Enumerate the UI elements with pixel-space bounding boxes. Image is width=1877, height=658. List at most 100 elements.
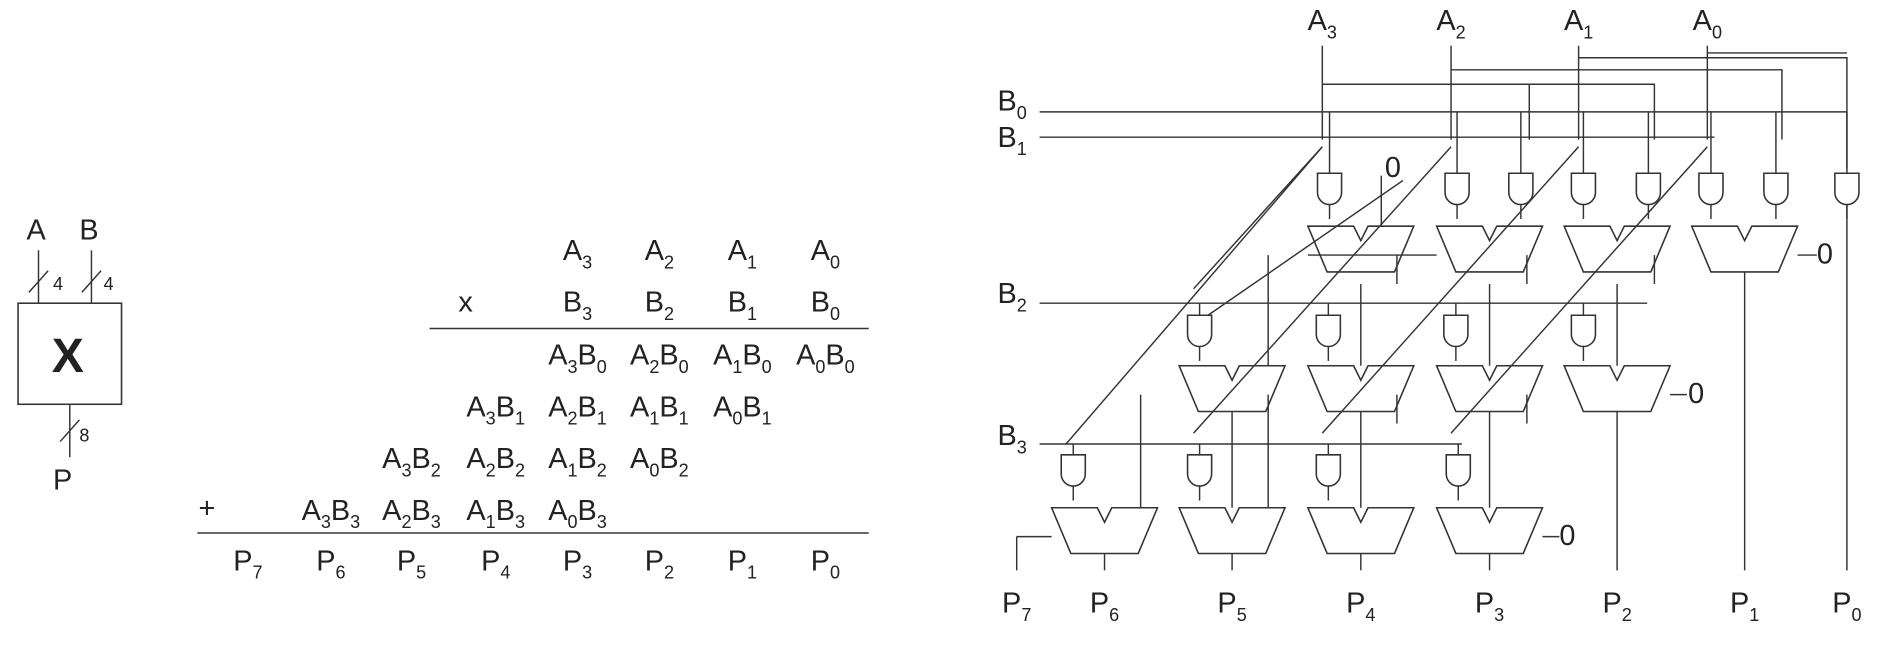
partial-product-term: A2B1	[548, 391, 607, 430]
carry-wires	[1267, 255, 1656, 366]
and-gate	[1315, 314, 1342, 348]
product-term: P5	[396, 545, 427, 584]
a1-bus	[1578, 57, 1848, 169]
product-term: P0	[810, 545, 841, 584]
circuit-output-label: P4	[1346, 587, 1376, 626]
carry-wires	[1139, 394, 1528, 508]
multiplier-term: B0	[810, 286, 841, 325]
product-term: P1	[727, 545, 758, 584]
circuit-b-input-label: B2	[997, 277, 1027, 317]
circuit-output-label: P2	[1602, 587, 1632, 626]
adder-block	[1562, 364, 1672, 413]
adder-block	[1050, 506, 1159, 555]
multiplicand-term: A3	[562, 234, 593, 274]
adder-block	[1306, 225, 1415, 273]
and-gate	[1186, 314, 1213, 348]
zero-input-label: 0	[1559, 519, 1576, 553]
zero-input-label: 0	[1816, 238, 1833, 271]
partial-product-term: A2B0	[630, 339, 689, 378]
and-gate	[1698, 172, 1724, 206]
circuit-output-label: P6	[1089, 587, 1120, 626]
adder-block	[1177, 506, 1287, 555]
bus-slash-a	[28, 270, 49, 293]
circuit-a-input-label: A2	[1436, 4, 1466, 44]
sum-wires	[1360, 283, 1618, 366]
adder-block	[1435, 506, 1544, 555]
product-term: P6	[316, 545, 346, 584]
partial-product-term: A3B2	[382, 442, 441, 482]
circuit-a-input-label: A0	[1692, 4, 1722, 44]
bus-slash-b	[81, 270, 102, 293]
circuit-output-label: P3	[1474, 587, 1505, 626]
partial-product-term: A3B0	[548, 339, 607, 378]
adder-block	[1690, 225, 1799, 273]
product-term: P7	[233, 545, 263, 584]
circuit-b-input-label: B3	[997, 419, 1027, 459]
adder-block	[1306, 364, 1415, 413]
block-output-p-label: P	[52, 464, 73, 497]
zero-input-label: 0	[1384, 151, 1401, 185]
circuit-output-label: P0	[1832, 587, 1862, 626]
block-multiply-symbol: X	[51, 329, 84, 383]
and-gate	[1060, 454, 1087, 487]
adder-block	[1306, 506, 1415, 555]
block-width-a: 4	[52, 274, 63, 295]
and-gate	[1570, 172, 1597, 206]
carry-diagonal	[1207, 179, 1404, 316]
and-gate	[1445, 454, 1472, 487]
circuit-b-input-label: B0	[997, 85, 1027, 124]
b1-diagonal	[1321, 146, 1580, 434]
partial-product-term: A0B1	[713, 391, 772, 430]
partial-product-term: A0B2	[630, 442, 689, 482]
b0-diagonal	[1450, 146, 1708, 434]
product-term: P3	[562, 545, 593, 584]
partial-product-term: A2B2	[466, 442, 526, 482]
partial-product-term: A1B3	[466, 494, 526, 534]
a2-bus	[1451, 69, 1783, 140]
and-gate	[1834, 172, 1860, 206]
partial-product-term: A1B1	[630, 391, 689, 430]
product-term: P4	[481, 545, 511, 584]
multiplier-term: B3	[562, 286, 593, 325]
partial-product-term: A0B3	[548, 494, 607, 534]
adder-block	[1177, 364, 1287, 413]
plus-sign: +	[198, 492, 216, 525]
multiplier-term: B2	[644, 286, 675, 325]
bus-slash-p	[59, 419, 80, 443]
block-input-a-label: A	[26, 214, 46, 247]
times-sign: x	[458, 286, 473, 319]
b3-diagonal	[1065, 146, 1323, 445]
and-gate	[1635, 172, 1662, 206]
circuit-b-input-label: B1	[997, 121, 1027, 161]
product-term: P2	[644, 545, 675, 584]
and-gate	[1508, 172, 1534, 206]
and-gate	[1186, 454, 1213, 487]
multiplicand-term: A0	[810, 234, 841, 274]
partial-product-term: A1B2	[548, 442, 607, 482]
and-gate	[1763, 172, 1789, 206]
b2-diagonal	[1193, 146, 1452, 434]
partial-product-term: A3B3	[301, 494, 361, 534]
adder-block	[1435, 364, 1544, 413]
block-width-b: 4	[103, 274, 114, 295]
zero-input-label: 0	[1688, 377, 1705, 411]
and-gate	[1444, 172, 1470, 206]
circuit-output-label: P5	[1217, 587, 1247, 626]
block-symbol-lines	[17, 250, 123, 458]
b2-diagonal	[1193, 146, 1323, 290]
and-gate	[1570, 314, 1597, 348]
partial-product-term: A0B0	[796, 339, 855, 378]
multiplicand-term: A1	[727, 234, 758, 274]
table-rules	[197, 327, 869, 534]
partial-product-term: A2B3	[382, 494, 441, 534]
partial-product-term: A1B0	[713, 339, 772, 378]
and-gate	[1316, 172, 1343, 206]
sum-wires	[1231, 411, 1491, 508]
circuit-a-input-label: A1	[1563, 4, 1594, 44]
circuit-output-label: P7	[1002, 587, 1032, 626]
block-width-p: 8	[79, 425, 90, 447]
and-gate	[1315, 454, 1342, 487]
multiplicand-term: A2	[644, 234, 675, 274]
